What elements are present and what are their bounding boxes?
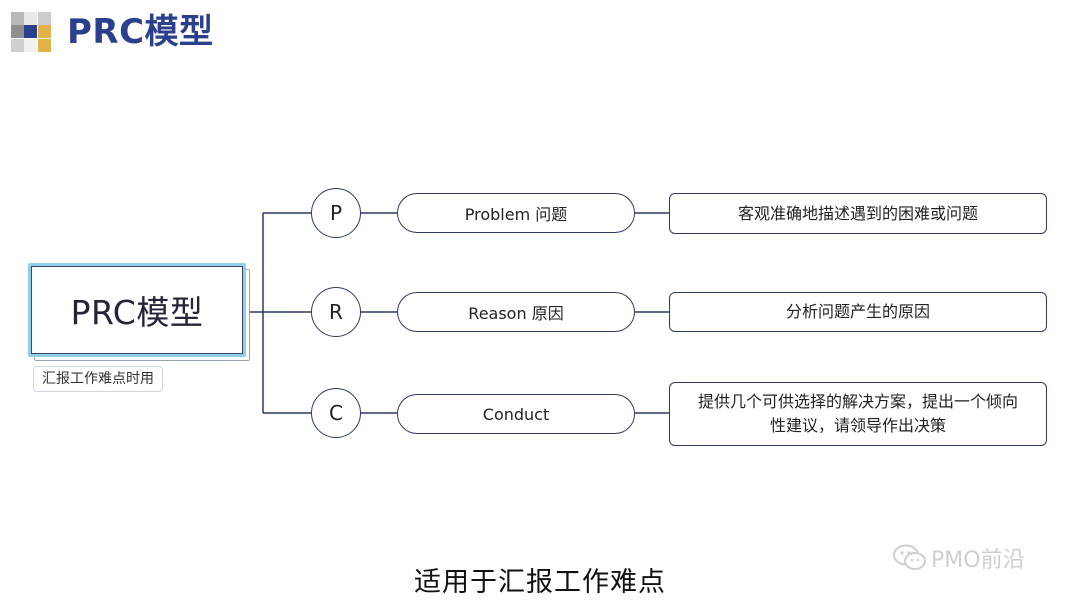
- node-c-description[interactable]: 提供几个可供选择的解决方案，提出一个倾向 性建议，请领导作出决策: [669, 382, 1047, 446]
- node-r-circle[interactable]: R: [311, 287, 361, 337]
- node-r-letter: R: [329, 300, 343, 324]
- node-c-pill[interactable]: Conduct: [397, 394, 635, 434]
- node-c-circle[interactable]: C: [311, 388, 361, 438]
- node-p-letter: P: [329, 201, 343, 225]
- node-p-label: Problem 问题: [464, 205, 568, 224]
- node-p-circle[interactable]: P: [311, 188, 361, 238]
- node-p-description[interactable]: 客观准确地描述遇到的困难或问题: [669, 193, 1047, 234]
- root-node[interactable]: PRC模型: [28, 263, 252, 365]
- node-p-description-text: 客观准确地描述遇到的困难或问题: [737, 203, 978, 223]
- node-r-description[interactable]: 分析问题产生的原因: [669, 292, 1047, 332]
- node-c-label: Conduct: [482, 404, 550, 424]
- node-p-pill[interactable]: Problem 问题: [397, 193, 635, 233]
- root-node-label: PRC模型: [70, 293, 204, 332]
- subtitle-caption: 适用于汇报工作难点: [414, 567, 666, 598]
- watermark-text: PMO前沿: [931, 548, 1025, 573]
- node-c-description-line-2: 性建议，请领导作出决策: [769, 416, 946, 435]
- node-c-description-line-1: 提供几个可供选择的解决方案，提出一个倾向: [697, 392, 1018, 411]
- page-title: PRC模型: [67, 12, 214, 52]
- wechat-icon: [893, 544, 926, 570]
- node-c-letter: C: [329, 401, 343, 425]
- watermark: PMO前沿: [893, 542, 1025, 574]
- node-r-label: Reason 原因: [468, 304, 564, 323]
- root-node-tag: 汇报工作难点时用: [33, 366, 163, 392]
- node-r-pill[interactable]: Reason 原因: [397, 292, 635, 332]
- checker-logo-icon: [11, 12, 51, 52]
- node-r-description-text: 分析问题产生的原因: [785, 302, 930, 321]
- root-node-box[interactable]: PRC模型: [28, 263, 246, 357]
